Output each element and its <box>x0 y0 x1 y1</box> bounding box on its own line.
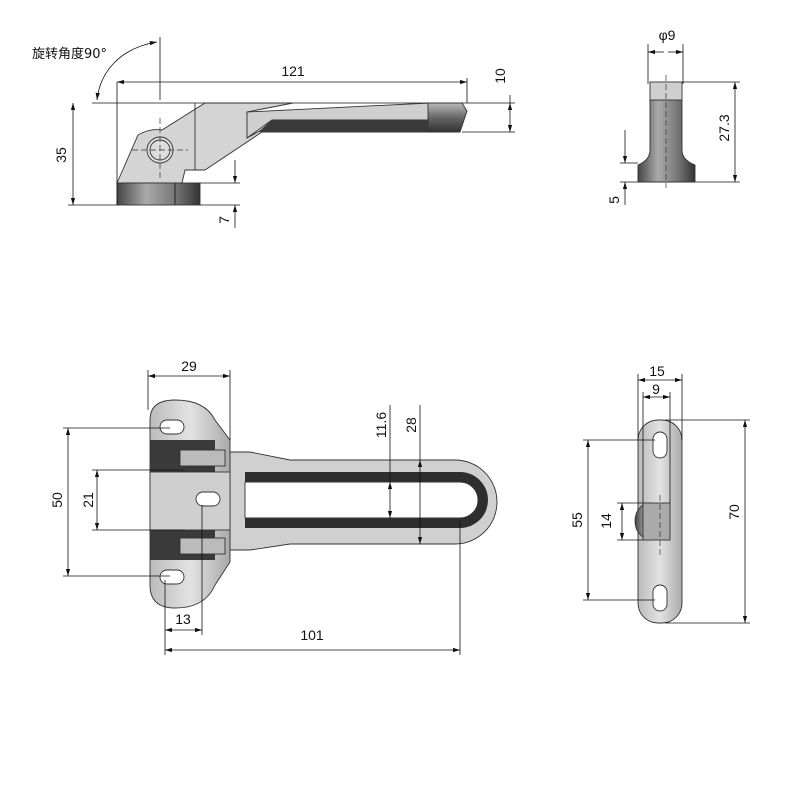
dim-strike-width-label: 15 <box>649 363 665 379</box>
slot-hole-top <box>159 419 185 435</box>
dim-thickness-label: 10 <box>492 68 508 84</box>
dim-diameter-label: φ9 <box>659 27 676 43</box>
top-view: 29 50 21 13 101 11.6 28 <box>49 358 498 655</box>
dim-strike-holes-label: 55 <box>569 512 585 528</box>
lever-base <box>116 182 201 206</box>
pin-body <box>637 99 696 183</box>
dim-plate-width-label: 29 <box>181 358 197 374</box>
lever-end-cap <box>427 102 468 133</box>
hinge-pin-bottom <box>179 537 226 555</box>
dim-knob-label: 14 <box>598 513 614 529</box>
dim-inner-width-label: 9 <box>652 381 660 397</box>
lever-underside <box>258 120 430 132</box>
dim-slot-width-label: 11.6 <box>373 412 389 438</box>
dim-loop-width-label: 28 <box>403 417 419 433</box>
dim-hole-spacing-label: 50 <box>49 492 65 508</box>
dim-hinge-spacing-label: 21 <box>80 492 96 508</box>
dim-total-length-label: 101 <box>300 627 324 643</box>
dim-height-label: 35 <box>53 147 69 163</box>
strike-slot-top <box>652 431 668 459</box>
slot-hole-center <box>195 491 221 507</box>
side-view: 旋转角度90° 121 35 10 7 <box>32 37 515 228</box>
dim-length-label: 121 <box>281 63 305 79</box>
rotation-arc <box>95 41 158 101</box>
dim-pin-height-label: 27.3 <box>716 114 732 141</box>
pin-view: φ9 27.3 5 <box>606 27 740 205</box>
pin-head <box>649 81 683 101</box>
strike-view: 15 9 55 14 70 <box>569 363 750 624</box>
strike-knob-head <box>642 502 671 541</box>
dim-strike-length-label: 70 <box>726 504 742 520</box>
dim-base-label: 7 <box>216 216 232 224</box>
dim-offset-label: 13 <box>175 611 191 627</box>
slot-hole-bottom <box>159 569 185 585</box>
dim-flange-label: 5 <box>606 196 622 204</box>
guard-slot <box>244 481 479 519</box>
hinge-pin-top <box>179 449 226 467</box>
strike-slot-bottom <box>652 584 668 612</box>
rotation-label: 旋转角度90° <box>32 46 107 62</box>
